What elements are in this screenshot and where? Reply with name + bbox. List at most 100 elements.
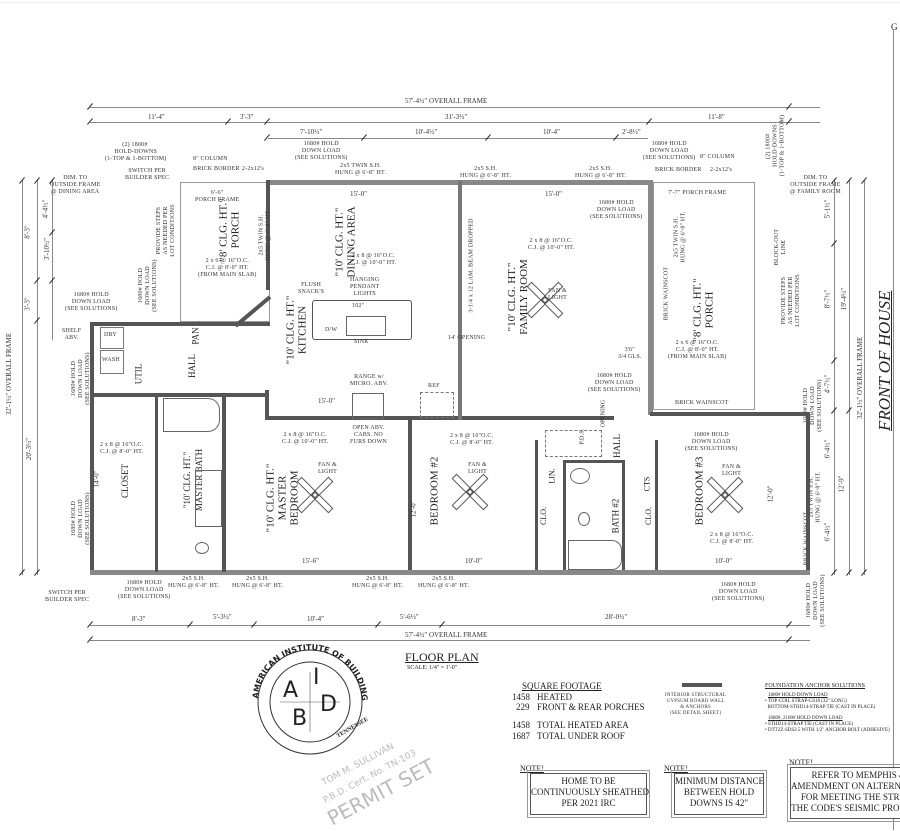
- hold-1680-family-bottom: 1680# HOLD DOWN LOAD (SEE SOLUTIONS): [588, 373, 641, 393]
- flush-snacks-note: FLUSH SNACK'S: [298, 282, 325, 295]
- wall-kitchen-left: [265, 390, 269, 420]
- wall-family-right: [648, 180, 653, 415]
- wash-label: WASH: [102, 357, 120, 363]
- aibd-seal: AMERICAN INSTITUTE OF BUILDING DESIGN: [240, 640, 369, 755]
- wall-util-bottom: [90, 393, 265, 397]
- dining-width-dim: 15'-0": [350, 190, 367, 198]
- joists-front-porch: 2 x 6 @ 16"O.C. C.J. @ 8'-0" HT. (FROM M…: [668, 340, 727, 360]
- note-box-hold-distance: MINIMUM DISTANCE BETWEEN HOLD DOWNS IS 4…: [671, 770, 767, 818]
- brick-border-right: BRICK BORDER: [655, 167, 702, 173]
- room-kitchen: "10' CLG. HT." KITCHEN: [284, 295, 309, 365]
- bath2-sink: [570, 468, 590, 484]
- room-lin: LIN.: [547, 468, 557, 484]
- column-note-left: 8" COLUMN: [193, 156, 228, 162]
- hold-1680-top-right: 1680# HOLD DOWN LOAD (SEE SOLUTIONS): [643, 141, 696, 161]
- joists-family: 2 x 8 @ 16"O.C. C.J. @ 10'-0" HT.: [528, 238, 575, 251]
- fan-light-master: FAN & LIGHT: [318, 462, 337, 475]
- dim-line-right-2: [849, 180, 850, 575]
- joists-dining: 2 x 8 @ 16"O.C. C.J. @ 10'-0" HT.: [350, 253, 397, 266]
- legend-wall-label: INTERIOR STRUCTURAL GYPSUM BOARD WALL & …: [665, 693, 727, 716]
- brick-wainscot-front: BRICK WAINSCOT: [675, 400, 729, 406]
- dim-right-7: 6'-4½": [823, 522, 832, 542]
- dim-dining-note: DIM. TO OUTSIDE FRAME @ DINING AREA: [50, 175, 101, 195]
- hold-1680-left-util: 1680# HOLD DOWN LOAD (SEE SOLUTIONS): [70, 352, 91, 405]
- dim-left-4: 3'-3": [23, 297, 32, 311]
- sqft-row-label: TOTAL HEATED AREA: [537, 720, 629, 730]
- ref-label: REF: [428, 383, 440, 389]
- island-length: 102": [352, 303, 365, 309]
- note-label: NOTE!: [789, 758, 813, 767]
- hold-1680-left-closet: 1680# HOLD DOWN LOAD (SEE SOLUTIONS): [70, 492, 91, 545]
- room-closet: CLOSET: [120, 463, 131, 499]
- hold-downs-note-right: (2) 1800# HOLD-DOWNS (1-TOP & 1-BOTTOM): [765, 114, 786, 177]
- ceiling-fan-icon: [451, 473, 489, 511]
- note-box-sheathing: HOME TO BE CONTINUOUSLY SHEATHED PER 202…: [527, 770, 650, 818]
- dim-top-overall: 57'-4½" OVERALL FRAME: [405, 97, 488, 105]
- room-clo2: CLO.: [644, 507, 653, 525]
- wall-bottom-main: [90, 570, 810, 575]
- sink-label: SINK: [354, 339, 369, 345]
- fan-light-bed3: FAN & LIGHT: [722, 464, 741, 477]
- open-cabs-note: OPEN ABV. CABS. NO FURS DOWN: [350, 425, 387, 445]
- switch-note-bottom: SWITCH PER BUILDER SPEC: [45, 590, 90, 603]
- dim-line-top-2: [90, 122, 820, 123]
- dim-line-left-2: [37, 180, 38, 575]
- beam-note-right: 2-2x12's: [710, 167, 733, 173]
- sh-top-2: 2x5 S.H. HUNG @ 6'-8" HT.: [575, 166, 627, 179]
- seal-letter-b: B: [292, 706, 308, 731]
- sh-bottom-4: 2x5 S.H. HUNG @ 6'-8" HT.: [418, 576, 470, 589]
- sqft-row-value: 1687: [512, 731, 530, 741]
- wall-left-dining: [266, 180, 270, 290]
- ceiling-fan-icon: [706, 476, 744, 514]
- hold-1680-bed3: 1680# HOLD DOWN LOAD (SEE SOLUTIONS): [685, 432, 738, 452]
- porch-frame-rear-label: 6'-6" PORCH FRAME: [195, 190, 240, 203]
- dry-label: DRY: [104, 332, 117, 338]
- dim-line-right-3: [864, 180, 865, 575]
- room-clo1: CLO.: [539, 507, 548, 525]
- dim-line-bottom-1b: [340, 625, 810, 626]
- pendant-lights-note: HANGING PENDANT LIGHTS: [350, 277, 380, 297]
- room-util: UTIL: [133, 363, 144, 385]
- room-hall-right: HALL: [612, 434, 622, 458]
- sqft-row-label: TOTAL UNDER ROOF: [537, 731, 625, 741]
- room-front-porch: "8' CLG. HT." PORCH: [691, 278, 716, 342]
- floor-plan-title: FLOOR PLAN: [405, 650, 479, 664]
- pds-box: [545, 430, 602, 457]
- hold-1680-right-bottom: 1680# HOLD DOWN LOAD (SEE SOLUTIONS): [805, 574, 826, 627]
- door-36-note: 3'6" 3/4 GLS.: [618, 347, 642, 360]
- foundation-item: BOTTOM-STHD14-STRAP TIE (CAST IN PLACE): [765, 705, 876, 710]
- beam-note-left: 2-2x12's: [242, 166, 265, 172]
- fan-light-family: FAN & LIGHT: [548, 288, 567, 301]
- dim-line-top-overall: [90, 107, 820, 108]
- room-cts: CTS: [642, 476, 652, 492]
- note-box-seismic: REFER TO MEMPHIS & AMENDMENT ON ALTERNA …: [787, 764, 900, 822]
- dim-left-1: 4'-4½": [41, 199, 50, 219]
- closet-dim: 14'-0": [92, 470, 101, 488]
- switch-note-top: SWITCH PER BUILDER SPEC: [125, 168, 170, 181]
- dim-top-seg3: 10'-4": [543, 128, 560, 136]
- dim-left-5: 20'-3½": [25, 437, 34, 461]
- bath2-toilet: [578, 512, 590, 526]
- wall-closet-bath: [155, 397, 158, 572]
- wall-bed2-closets: [535, 440, 538, 570]
- wall-bath2-right: [622, 460, 625, 570]
- range-note: RANGE w/ MICRO. ABV.: [350, 374, 388, 387]
- dim-top-seg1: 7'-10½": [300, 128, 323, 136]
- bed2-width-dim: 10'-0": [465, 557, 482, 565]
- sheet-border-right: [893, 30, 894, 830]
- sheet-border-top: [0, 2, 900, 3]
- sh-top-1: 2x5 S.H. HUNG @ 6'-8" HT.: [460, 166, 512, 179]
- beam-note: 3-1/4 x 12 LAM. BEAM DROPPED: [468, 218, 475, 313]
- wall-beam-family: [458, 180, 462, 420]
- dim-bottom-overall: 57'-4½" OVERALL FRAME: [405, 631, 488, 639]
- twin-sh-top: 2x5 TWIN S.H. HUNG @ 6'-8" HT.: [335, 163, 387, 176]
- porch-frame-front-label: 7'-7" PORCH FRAME: [668, 190, 727, 196]
- dim-bottom-seg3: 10'-4": [307, 615, 324, 623]
- bath2-tub: [568, 540, 622, 570]
- dim-top-seg2: 10'-4½": [415, 128, 438, 136]
- hold-1680-left-porch: 1680# HOLD DOWN LOAD (SEE SOLUTIONS): [137, 259, 158, 312]
- front-of-house-label: FRONT OF HOUSE: [875, 290, 894, 431]
- note-label: NOTE!: [520, 764, 544, 773]
- foundation-item: • DTT2Z-SDS2.5 WITH 1/2" ANCHOR BOLT (AD…: [765, 728, 890, 733]
- twin-sh-rear: 2x5 TWIN S.H. HUNG @ 6'-8" HT.: [258, 209, 272, 261]
